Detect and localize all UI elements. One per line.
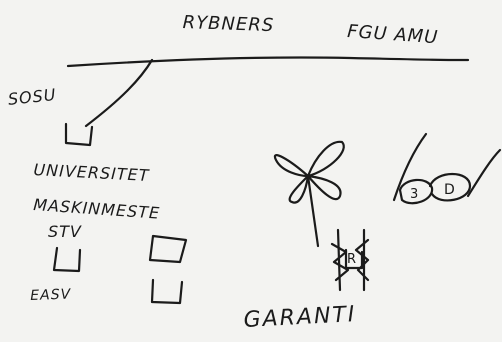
label-three: 3 [410,187,420,202]
box-stv [52,246,82,273]
arm-right [466,148,502,198]
circle-d [428,173,472,202]
pinwheel [273,140,345,204]
label-r: R [347,252,358,267]
label-d: D [444,182,456,198]
label-easv: EASV [30,286,72,304]
connector-line [84,58,154,128]
label-stv: STV [48,222,82,241]
checkbox-universitet [64,122,94,147]
circle-three [398,178,434,205]
arm-left [392,132,428,202]
barrier-left-post [336,228,342,292]
r-box [344,248,364,270]
label-rybners: RYBNERS [182,12,275,37]
barrier-zigzag-2 [354,238,370,282]
box-bottom-right [150,278,184,305]
pinwheel-stem [306,174,320,248]
box-top-right [148,234,188,264]
horizontal-line [66,56,470,68]
barrier-zigzag [330,242,350,282]
